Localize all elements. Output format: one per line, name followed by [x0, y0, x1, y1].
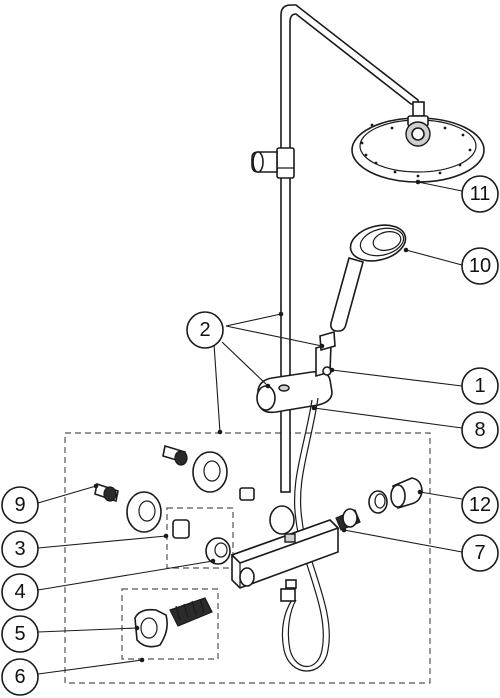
thermostatic-valve-body: [230, 519, 340, 602]
callout-7: 7: [461, 534, 499, 572]
callout-10: 10: [461, 247, 499, 285]
callout-1-label: 1: [474, 375, 485, 397]
callout-2-label: 2: [199, 319, 210, 341]
callout-12: 12: [461, 486, 499, 524]
overhead-shower-head: [351, 101, 485, 183]
hand-shower: [330, 224, 407, 332]
main-kit-dashed-box: [64, 432, 431, 684]
callout-3-label: 3: [14, 538, 25, 560]
callout-2: 2: [186, 311, 224, 349]
cartridge-and-knob: [134, 597, 213, 648]
callout-8-label: 8: [474, 419, 485, 441]
callout-12-label: 12: [469, 494, 491, 516]
wall-connector-parts: [94, 444, 295, 565]
callout-8: 8: [461, 411, 499, 449]
callout-9-label: 9: [14, 494, 25, 516]
callout-10-label: 10: [469, 255, 491, 277]
callout-5: 5: [1, 615, 39, 653]
callout-1: 1: [461, 367, 499, 405]
leader-dots: [93, 179, 423, 663]
callout-5-label: 5: [14, 623, 25, 645]
upper-wall-bracket: [251, 147, 295, 179]
cartridge-dashed-box: [121, 588, 219, 660]
callout-11: 11: [461, 175, 499, 213]
leader-lines: [37, 181, 463, 675]
callout-11-label: 11: [470, 183, 491, 205]
callout-6: 6: [1, 658, 39, 696]
callout-4: 4: [1, 573, 39, 611]
temperature-handle-assembly: [335, 477, 423, 531]
callout-3: 3: [1, 530, 39, 568]
callout-9: 9: [1, 486, 39, 524]
flexible-hose: [281, 397, 330, 672]
callout-7-label: 7: [474, 542, 485, 564]
slider-holder: [256, 330, 336, 414]
callout-4-label: 4: [14, 581, 25, 603]
callout-6-label: 6: [14, 666, 25, 688]
